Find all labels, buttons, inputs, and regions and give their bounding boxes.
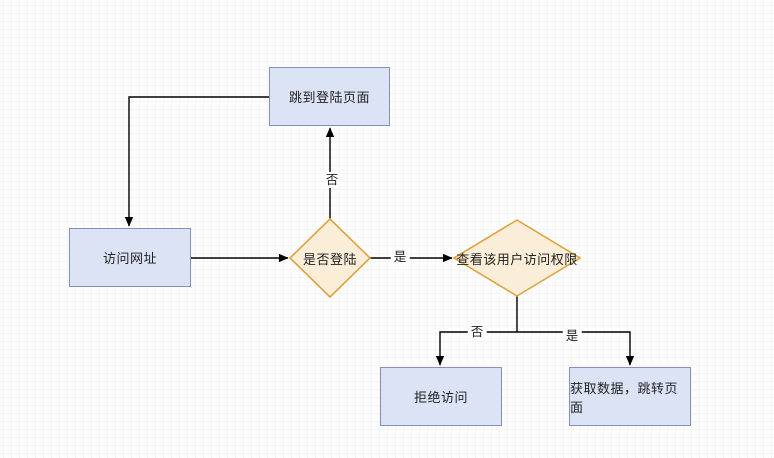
edge-label-is-login-yes[interactable]: 是 (390, 249, 410, 265)
node-deny-access[interactable]: 拒绝访问 (380, 367, 502, 426)
node-shape-check-perm[interactable] (452, 219, 582, 297)
edge-label-is-login-no[interactable]: 否 (322, 172, 342, 188)
edge-check-perm-yes-to-get-data[interactable] (517, 331, 635, 366)
node-label: 获取数据，跳转页面 (570, 380, 679, 415)
edge-label-check-perm-no[interactable]: 否 (467, 324, 487, 340)
node-visit-url[interactable]: 访问网址 (69, 228, 191, 287)
edge-label-check-perm-yes[interactable]: 是 (562, 328, 582, 344)
node-label: 拒绝访问 (413, 390, 468, 405)
node-label: 跳到登陆页面 (288, 90, 370, 105)
edge-jump-login-to-visit-url[interactable] (124, 96, 269, 227)
node-label: 访问网址 (102, 251, 157, 266)
edge-check-perm-no-to-deny[interactable] (435, 331, 517, 366)
node-shape-is-login[interactable] (288, 217, 372, 299)
node-jump-login[interactable]: 跳到登陆页面 (269, 67, 390, 126)
node-get-data[interactable]: 获取数据，跳转页面 (569, 367, 691, 426)
